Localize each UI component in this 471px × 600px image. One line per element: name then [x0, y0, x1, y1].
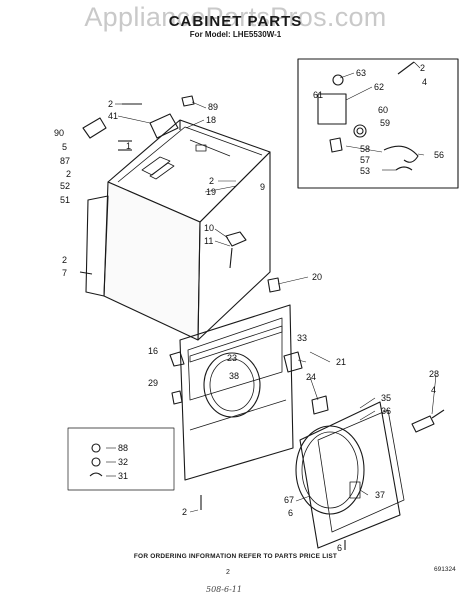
small-parts-legend-box — [67, 427, 175, 491]
door-hinge-pins — [411, 409, 445, 433]
page-number: 2 — [226, 569, 230, 576]
clip-icon — [91, 457, 101, 467]
cabinet-clip — [267, 277, 281, 293]
callout-19: 19 — [206, 187, 216, 197]
callout-numbers: 2 89 41 18 90 5 1 87 2 52 51 2 9 19 10 1… — [54, 63, 444, 553]
motor-parts-inset-box — [297, 58, 459, 189]
callout-67: 67 — [284, 495, 294, 505]
front-panel — [179, 304, 294, 481]
callout-57: 57 — [360, 155, 370, 165]
callout-5: 5 — [62, 142, 67, 152]
callout-53: 53 — [360, 166, 370, 176]
callout-62: 62 — [374, 82, 384, 92]
callout-2c: 2 — [209, 176, 214, 186]
callout-51: 51 — [60, 195, 70, 205]
top-hinge-parts — [79, 95, 195, 275]
callout-10: 10 — [204, 223, 214, 233]
callout-9: 9 — [260, 182, 265, 192]
watermark: AppliancePartsPros.com — [84, 2, 387, 32]
callout-4-inset: 4 — [422, 77, 427, 87]
callout-59: 59 — [380, 118, 390, 128]
leveling-leg — [169, 351, 185, 367]
callout-58: 58 — [360, 144, 370, 154]
callout-1: 1 — [126, 141, 131, 151]
page-title: CABINET PARTS — [168, 13, 303, 30]
callout-41: 41 — [108, 111, 118, 121]
door-switch — [225, 231, 247, 247]
callout-28: 28 — [429, 369, 439, 379]
leg-bracket — [171, 390, 183, 405]
side-panel — [85, 195, 109, 297]
ordering-footnote: FOR ORDERING INFORMATION REFER TO PARTS … — [133, 553, 338, 560]
callout-56: 56 — [434, 150, 444, 160]
callout-2a: 2 — [108, 99, 113, 109]
callout-4: 4 — [431, 385, 436, 395]
callout-37: 37 — [375, 490, 385, 500]
callout-32: 32 — [118, 457, 128, 467]
callout-60: 60 — [378, 105, 388, 115]
callout-2e: 2 — [182, 507, 187, 517]
door-hinge — [283, 351, 303, 373]
wire-tie-icon — [89, 472, 103, 477]
cabinet-shell — [103, 119, 271, 341]
callout-61: 61 — [313, 90, 323, 100]
callout-21: 21 — [336, 357, 346, 367]
callout-20: 20 — [312, 272, 322, 282]
door-catch — [311, 395, 329, 415]
grommet-icon — [91, 443, 101, 453]
callout-63: 63 — [356, 68, 366, 78]
callout-6b: 6 — [337, 543, 342, 553]
callout-33: 33 — [297, 333, 307, 343]
handwritten-note: 508-6-11 — [206, 585, 242, 594]
drive-motor-parts — [317, 61, 419, 171]
callout-89: 89 — [208, 102, 218, 112]
leader-lines — [106, 61, 437, 513]
callout-38: 38 — [229, 371, 239, 381]
callout-87: 87 — [60, 156, 70, 166]
callout-88: 88 — [118, 443, 128, 453]
door-assembly — [295, 401, 405, 549]
callout-35: 35 — [381, 393, 391, 403]
callout-90: 90 — [54, 128, 64, 138]
document-code: 691324 — [434, 566, 456, 573]
callout-18: 18 — [206, 115, 216, 125]
callout-36: 36 — [381, 406, 391, 416]
callout-24: 24 — [306, 372, 316, 382]
callout-52: 52 — [60, 181, 70, 191]
callout-23: 23 — [227, 353, 237, 363]
callout-2b: 2 — [66, 169, 71, 179]
callout-11: 11 — [204, 236, 213, 246]
callout-2d: 2 — [62, 255, 67, 265]
callout-31: 31 — [118, 471, 128, 481]
callout-2f: 2 — [420, 63, 425, 73]
model-subtitle: For Model: LHE5530W-1 — [189, 30, 282, 39]
callout-6a: 6 — [288, 508, 293, 518]
callout-7: 7 — [62, 268, 67, 278]
callout-16: 16 — [148, 346, 158, 356]
callout-29: 29 — [148, 378, 158, 388]
